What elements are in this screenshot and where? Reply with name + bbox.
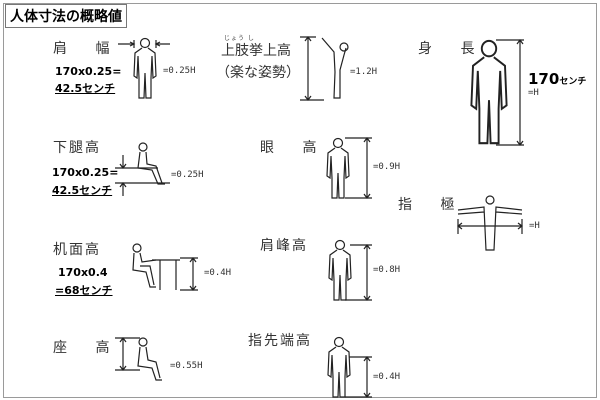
eye-height-figure bbox=[326, 137, 372, 199]
diagram-title: 人体寸法の概略値 bbox=[5, 4, 127, 28]
arm-raise-ruby: じょう し bbox=[224, 35, 255, 42]
arm-raise-sub: （楽な姿勢） bbox=[216, 65, 300, 81]
arm-raise-ratio: =1.2H bbox=[350, 67, 378, 77]
lower-leg-result: 42.5センチ bbox=[52, 184, 113, 197]
lower-leg-label: 下腿高 bbox=[53, 140, 101, 156]
desk-height-label: 机面高 bbox=[53, 242, 101, 258]
desk-height-result: =68センチ bbox=[55, 284, 113, 297]
fingertip-height-ratio: =0.4H bbox=[373, 372, 401, 382]
desk-height-calc: 170x0.4 bbox=[58, 266, 108, 279]
height-label: 身 長 bbox=[418, 41, 487, 57]
desk-height-figure bbox=[132, 243, 198, 291]
sitting-height-figure bbox=[115, 337, 162, 381]
shoulder-height-figure bbox=[328, 239, 372, 301]
height-unit: センチ bbox=[559, 77, 587, 87]
arm-raise-figure bbox=[300, 36, 349, 101]
shoulder-width-result: 42.5センチ bbox=[55, 82, 116, 95]
sitting-height-ratio: =0.55H bbox=[170, 361, 203, 371]
shoulder-width-label: 肩 幅 bbox=[53, 41, 122, 57]
fingertip-height-figure bbox=[327, 336, 372, 398]
height-value: 170センチ bbox=[528, 70, 586, 88]
sitting-height-label: 座 高 bbox=[53, 340, 122, 356]
shoulder-height-ratio: =0.8H bbox=[373, 265, 401, 275]
desk-height-ratio: =0.4H bbox=[204, 268, 232, 278]
lower-leg-calc: 170x0.25= bbox=[52, 166, 119, 179]
arm-span-label: 指 極 bbox=[398, 197, 467, 213]
arm-span-ratio: =H bbox=[529, 221, 540, 231]
lower-leg-figure bbox=[115, 142, 170, 196]
fingertip-height-label: 指先端高 bbox=[248, 333, 312, 349]
height-ratio: =H bbox=[528, 88, 539, 98]
arm-span-figure bbox=[457, 195, 523, 251]
arm-raise-label: 上肢挙上高 bbox=[221, 43, 291, 59]
shoulder-width-calc: 170x0.25= bbox=[55, 65, 122, 78]
eye-height-label: 眼 高 bbox=[260, 140, 329, 156]
height-figure bbox=[470, 39, 524, 146]
eye-height-ratio: =0.9H bbox=[373, 162, 401, 172]
shoulder-width-figure bbox=[118, 37, 170, 99]
frame-border bbox=[3, 3, 597, 398]
height-number: 170 bbox=[528, 70, 560, 88]
lower-leg-ratio: =0.25H bbox=[171, 170, 204, 180]
shoulder-width-ratio: =0.25H bbox=[163, 66, 196, 76]
shoulder-height-label: 肩峰高 bbox=[260, 238, 308, 254]
